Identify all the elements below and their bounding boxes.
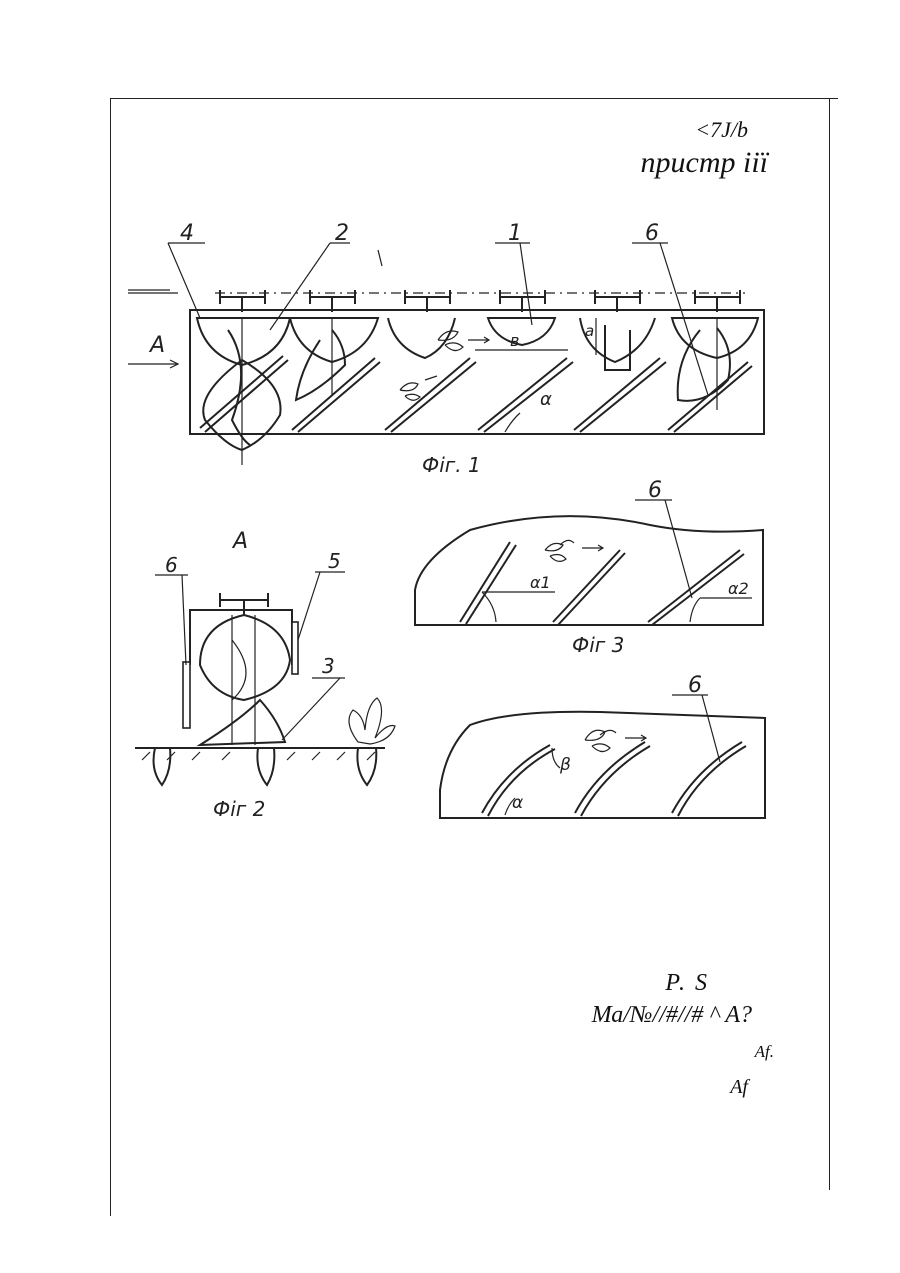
fig2-part-label-6: 6 [165,553,178,577]
signature-line-1: P. S [665,970,709,997]
fig2-caption: Фiг 2 [213,797,265,821]
fig2-view-title: A [231,529,248,554]
fig2-part-label-3: 3 [322,654,335,678]
fig4-angle-beta-label: β [559,755,571,775]
fig3-caption: Фiг 3 [572,633,624,657]
fig2-part-label-5: 5 [328,549,341,573]
fig3-angle-label-1: α1 [530,573,551,592]
fig3-part-label-6: 6 [648,478,662,503]
fig4-part-label-6: 6 [688,673,702,698]
fig1-part-label-4: 4 [180,221,194,246]
fig1-caption: Фiг. 1 [422,453,481,477]
fig1-part-label-6: 6 [645,221,659,246]
figure-1: A [128,221,764,477]
fig1-part-label-1: 1 [508,221,522,246]
fig1-view-label: A [148,333,165,358]
signature-line-3: Af. [755,1042,774,1062]
fig1-housing [190,310,764,434]
fig1-dim-a-label: а [585,322,594,340]
fig1-dim-b-label: в [510,331,519,350]
signature-line-2: Ма/№//#//# ^ А? [592,1002,752,1029]
signature-line-4: Af [730,1076,748,1099]
fig3-angle-label-2: α2 [728,579,749,598]
figure-4: α β 6 [440,673,765,818]
fig1-angle-label: α [540,389,552,410]
fig1-part-label-2: 2 [335,221,349,246]
figure-2: A 6 5 3 Фiг 2 [135,529,395,821]
fig4-angle-alpha-label: α [512,793,523,813]
figure-3: α1 α2 6 Фiг 3 [415,478,763,657]
